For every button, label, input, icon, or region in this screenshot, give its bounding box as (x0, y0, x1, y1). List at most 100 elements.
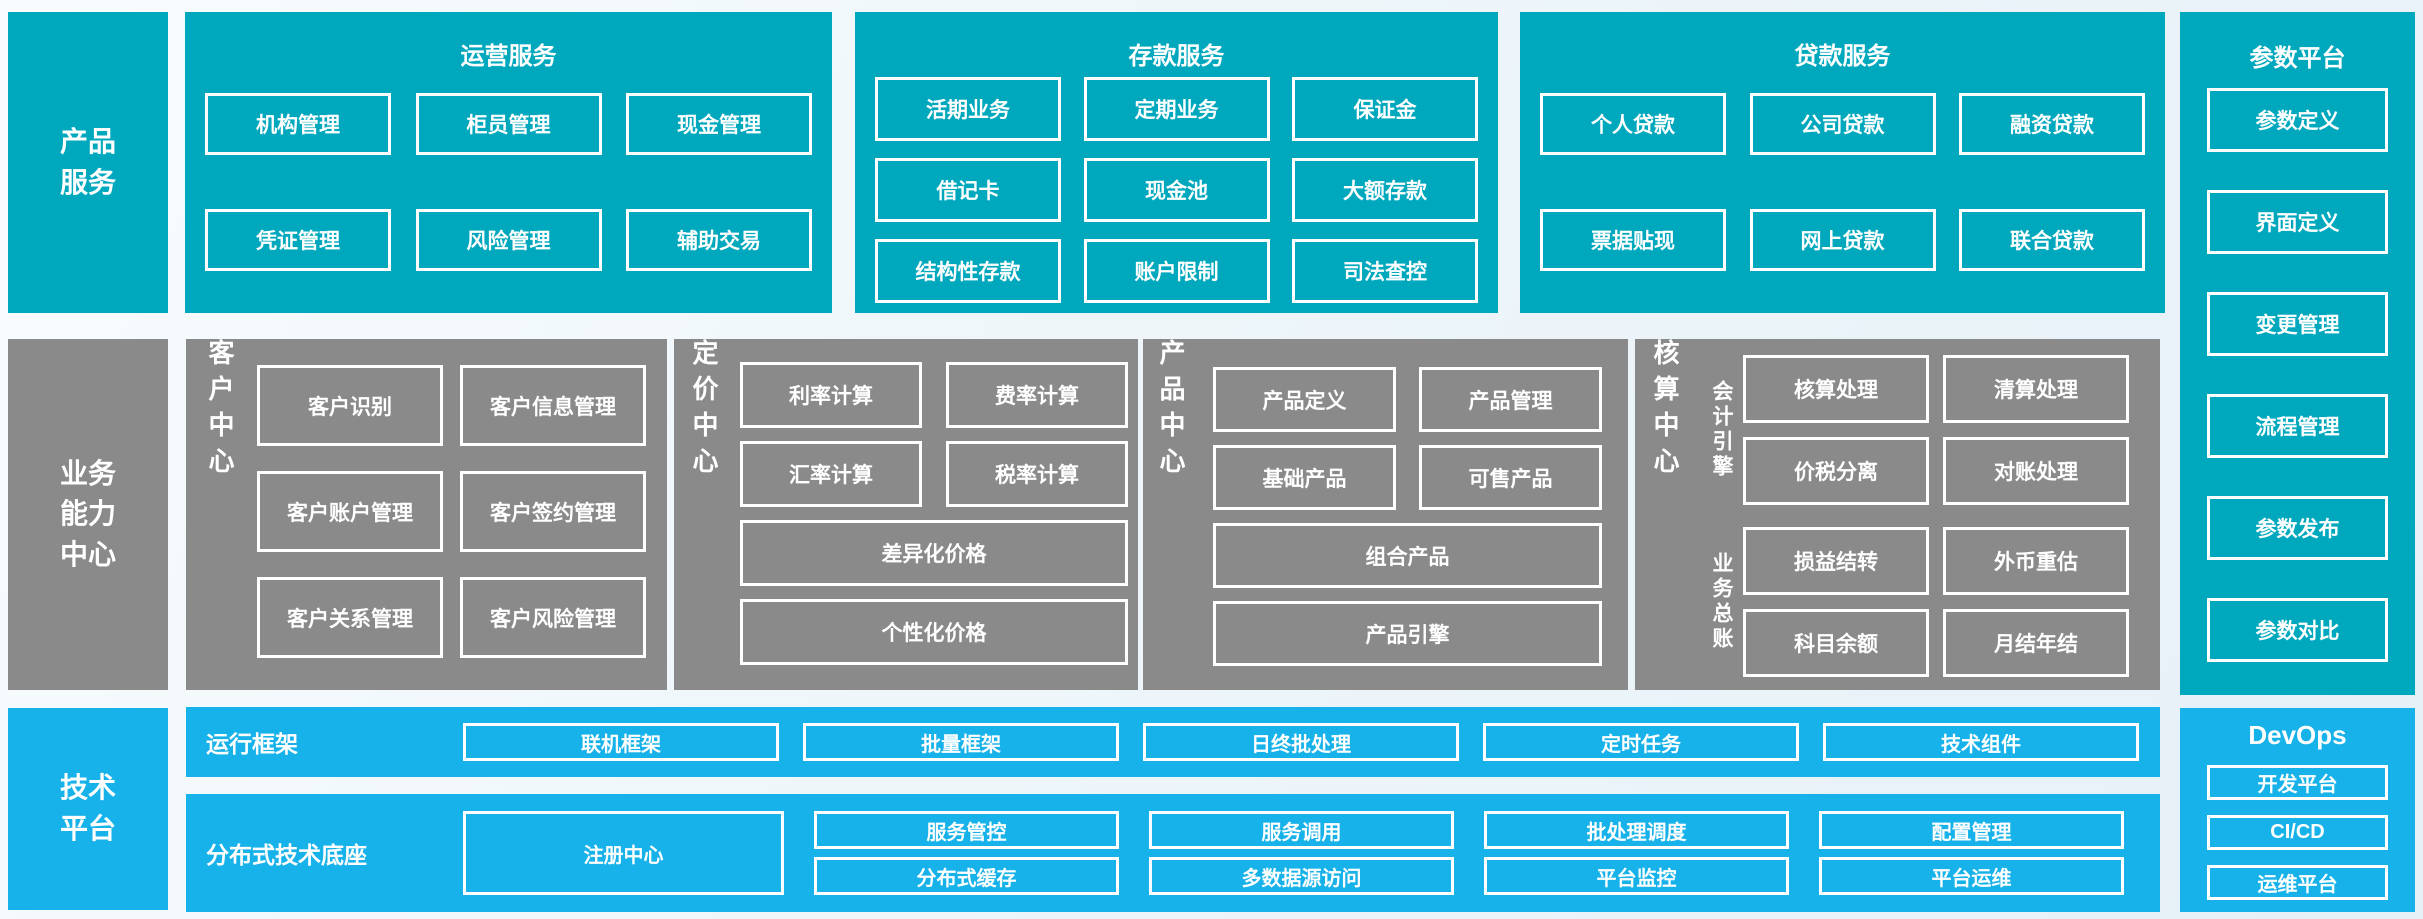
module-box: 可售产品 (1419, 445, 1602, 510)
module-box: 运维平台 (2207, 865, 2388, 900)
module-box: 分布式缓存 (814, 857, 1119, 895)
strip-label: 分布式技术底座 (206, 842, 367, 868)
center-label: 定价中心 (689, 339, 719, 483)
module-grid: 利率计算 费率计算 汇率计算 税率计算 差异化价格 个性化价格 (740, 362, 1128, 665)
module-grid: 客户识别 客户信息管理 客户账户管理 客户签约管理 客户关系管理 客户风险管理 (257, 365, 646, 658)
module-row: 联机框架 批量框架 日终批处理 定时任务 技术组件 (463, 723, 2139, 761)
panel-parameter-platform: 参数平台 参数定义 界面定义 变更管理 流程管理 参数发布 参数对比 (2180, 12, 2415, 695)
center-label: 产品中心 (1156, 339, 1186, 483)
panel-product-center: 产品中心 产品定义 产品管理 基础产品 可售产品 组合产品 产品引擎 (1143, 339, 1628, 690)
module-box: 现金池 (1083, 158, 1270, 222)
module-pair: 配置管理 平台运维 (1819, 811, 2124, 895)
module-box: 客户风险管理 (460, 577, 646, 658)
module-box: 配置管理 (1819, 811, 2124, 849)
module-box: 柜员管理 (415, 93, 602, 155)
module-box: 风险管理 (415, 209, 602, 271)
module-box: 账户限制 (1083, 239, 1270, 303)
module-box: 流程管理 (2207, 394, 2388, 458)
module-box: 平台运维 (1819, 857, 2124, 895)
panel-title: 参数平台 (2249, 45, 2346, 72)
module-box: 机构管理 (205, 93, 391, 155)
panel-deposit-services: 存款服务 活期业务 定期业务 保证金 借记卡 现金池 大额存款 结构性存款 账户… (855, 12, 1498, 313)
module-pair: 批处理调度 平台监控 (1484, 811, 1789, 895)
business-ledger-group: 业务总账 损益结转 外币重估 科目余额 月结年结 (1699, 527, 2129, 677)
module-box: 大额存款 (1292, 158, 1478, 222)
module-box: 联合贷款 (1959, 209, 2145, 271)
center-label: 客户中心 (205, 339, 235, 483)
panel-title: 贷款服务 (1794, 43, 1891, 70)
module-box: 服务调用 (1149, 811, 1454, 849)
module-box: 产品管理 (1419, 367, 1602, 432)
module-box: 参数发布 (2207, 496, 2388, 560)
module-pair: 服务调用 多数据源访问 (1149, 811, 1454, 895)
module-box: 清算处理 (1943, 355, 2129, 423)
module-box: 开发平台 (2207, 765, 2388, 800)
strip-distributed-tech-base: 分布式技术底座 注册中心 服务管控 分布式缓存 服务调用 多数据源访问 批处理调… (186, 794, 2160, 912)
module-box: 凭证管理 (205, 209, 391, 271)
strip-runtime-framework: 运行框架 联机框架 批量框架 日终批处理 定时任务 技术组件 (186, 707, 2160, 777)
module-box: 税率计算 (946, 441, 1128, 507)
module-box: 基础产品 (1213, 445, 1396, 510)
module-box: 客户签约管理 (460, 471, 646, 552)
panel-pricing-center: 定价中心 利率计算 费率计算 汇率计算 税率计算 差异化价格 个性化价格 (674, 339, 1138, 690)
center-label: 核算中心 (1650, 339, 1680, 483)
module-box: 网上贷款 (1749, 209, 1936, 271)
module-box: 定时任务 (1483, 723, 1799, 761)
module-box: 月结年结 (1943, 609, 2129, 677)
band-label-business-capability-center: 业务 能力 中心 (8, 339, 168, 690)
module-box: 差异化价格 (740, 520, 1128, 586)
module-box: CI/CD (2207, 815, 2388, 850)
module-grid: 活期业务 定期业务 保证金 借记卡 现金池 大额存款 结构性存款 账户限制 司法… (875, 77, 1478, 303)
module-box: 技术组件 (1823, 723, 2139, 761)
module-box: 日终批处理 (1143, 723, 1459, 761)
module-box: 组合产品 (1213, 523, 1602, 588)
module-pair: 服务管控 分布式缓存 (814, 811, 1119, 895)
module-box: 批量框架 (803, 723, 1119, 761)
module-box: 客户信息管理 (460, 365, 646, 446)
module-box: 客户账户管理 (257, 471, 443, 552)
strip-label: 运行框架 (206, 731, 298, 757)
module-box: 活期业务 (875, 77, 1061, 141)
module-box: 客户关系管理 (257, 577, 443, 658)
module-box: 变更管理 (2207, 292, 2388, 356)
module-box: 票据贴现 (1540, 209, 1726, 271)
module-box: 保证金 (1292, 77, 1478, 141)
accounting-engine-group: 会计引擎 核算处理 清算处理 价税分离 对账处理 (1699, 355, 2129, 505)
module-list: 开发平台 CI/CD 运维平台 (2207, 765, 2388, 900)
module-box: 司法查控 (1292, 239, 1478, 303)
group-label: 业务总账 (1710, 552, 1733, 652)
module-box: 产品定义 (1213, 367, 1396, 432)
module-box: 参数对比 (2207, 598, 2388, 662)
module-box: 平台监控 (1484, 857, 1789, 895)
module-box: 产品引擎 (1213, 601, 1602, 666)
module-grid: 机构管理 柜员管理 现金管理 凭证管理 风险管理 辅助交易 (205, 93, 812, 271)
module-grid: 损益结转 外币重估 科目余额 月结年结 (1743, 527, 2129, 677)
module-grid: 个人贷款 公司贷款 融资贷款 票据贴现 网上贷款 联合贷款 (1540, 93, 2145, 271)
panel-title: 运营服务 (460, 43, 557, 70)
panel-accounting-center: 核算中心 会计引擎 核算处理 清算处理 价税分离 对账处理 业务总账 损益结转 … (1635, 339, 2160, 690)
module-list: 参数定义 界面定义 变更管理 流程管理 参数发布 参数对比 (2207, 88, 2388, 662)
panel-title: 存款服务 (1128, 43, 1225, 70)
module-box: 核算处理 (1743, 355, 1929, 423)
module-grid: 核算处理 清算处理 价税分离 对账处理 (1743, 355, 2129, 505)
panel-operation-services: 运营服务 机构管理 柜员管理 现金管理 凭证管理 风险管理 辅助交易 (185, 12, 832, 313)
module-box: 个性化价格 (740, 599, 1128, 665)
band-label-tech-platform: 技术 平台 (8, 708, 168, 910)
module-box: 借记卡 (875, 158, 1061, 222)
module-box: 定期业务 (1083, 77, 1270, 141)
module-box: 多数据源访问 (1149, 857, 1454, 895)
panel-title: DevOps (2248, 720, 2347, 750)
module-box: 现金管理 (626, 93, 812, 155)
module-box: 参数定义 (2207, 88, 2388, 152)
band-label-product-services: 产品 服务 (8, 12, 168, 313)
module-box: 公司贷款 (1749, 93, 1936, 155)
group-label: 会计引擎 (1710, 380, 1733, 480)
module-box: 辅助交易 (626, 209, 812, 271)
module-box-registry: 注册中心 (463, 811, 784, 895)
module-box: 结构性存款 (875, 239, 1061, 303)
module-box: 费率计算 (946, 362, 1128, 428)
module-box: 汇率计算 (740, 441, 922, 507)
panel-loan-services: 贷款服务 个人贷款 公司贷款 融资贷款 票据贴现 网上贷款 联合贷款 (1520, 12, 2165, 313)
module-box: 个人贷款 (1540, 93, 1726, 155)
